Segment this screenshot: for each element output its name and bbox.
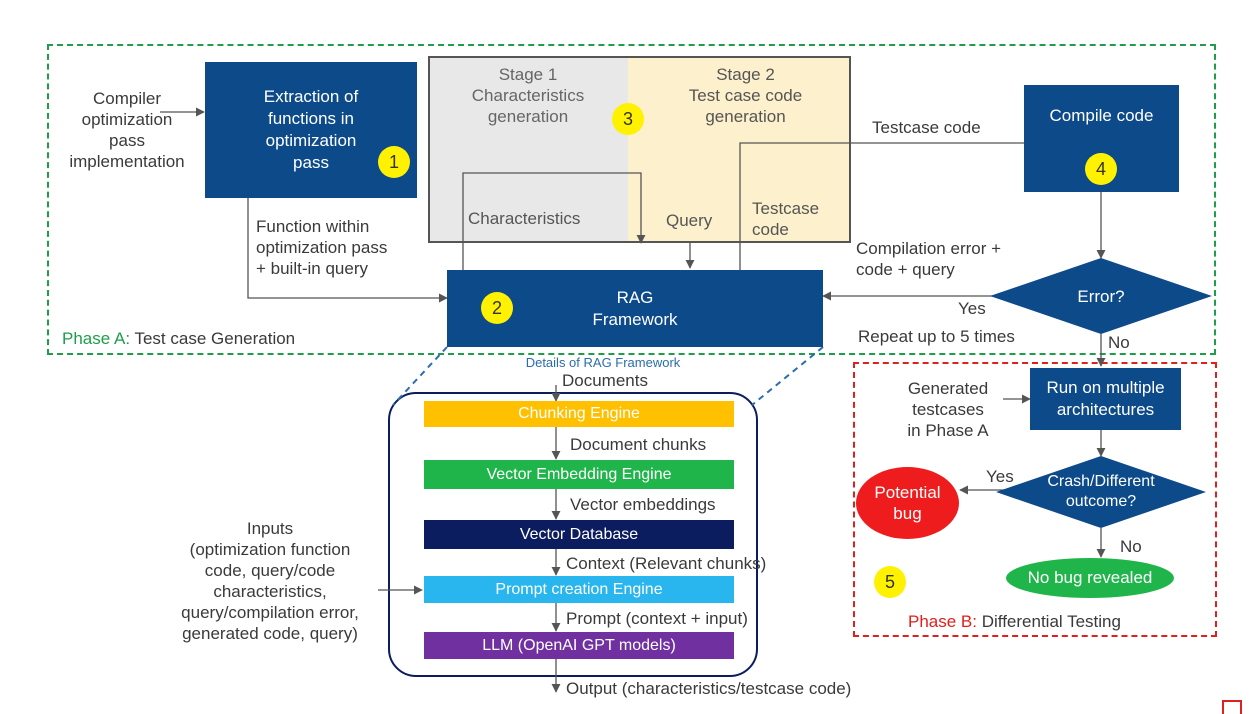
no-label-error: No <box>1108 333 1130 352</box>
context-label: Context (Relevant chunks) <box>566 554 767 573</box>
no-bug-label: No bug revealed <box>1027 568 1153 587</box>
vector-database-box: Vector Database <box>424 520 734 549</box>
badge-3: 3 <box>612 103 644 135</box>
generated-testcases-text: Generated testcases in Phase A <box>907 379 989 440</box>
badge-5: 5 <box>874 566 906 598</box>
llm-box: LLM (OpenAI GPT models) <box>424 632 734 659</box>
run-architectures-box: Run on multiple architectures <box>1030 368 1181 430</box>
corner-marker <box>1222 700 1242 714</box>
repeat-text: Repeat up to 5 times <box>858 327 1015 346</box>
badge-4: 4 <box>1085 153 1117 185</box>
potential-bug-ellipse: Potential bug <box>856 467 959 539</box>
prompt-label: Prompt (context + input) <box>566 609 748 628</box>
no-bug-ellipse: No bug revealed <box>1006 558 1174 598</box>
rag-details-title: Details of RAG Framework <box>525 355 681 370</box>
rag-details-container <box>388 392 758 677</box>
inputs-text: Inputs (optimization function code, quer… <box>181 519 359 643</box>
no-label-crash: No <box>1120 537 1142 556</box>
phase-b-prefix: Phase B: <box>908 612 977 631</box>
testcase-code-label: Testcase code <box>752 199 820 239</box>
characteristics-label: Characteristics <box>468 209 581 228</box>
prompt-engine-box: Prompt creation Engine <box>424 576 734 603</box>
potential-bug-label: Potential bug <box>874 483 941 523</box>
crash-diamond-label: Crash/Different outcome? <box>1047 473 1155 510</box>
phase-a-label: Phase A: Test case Generation <box>62 328 295 349</box>
stage2-title: Stage 2 Test case code generation <box>688 65 803 126</box>
stage1-title: Stage 1 Characteristics generation <box>471 65 585 126</box>
document-chunks-label: Document chunks <box>570 435 707 454</box>
compiler-input-text: Compiler optimization pass implementatio… <box>69 89 185 171</box>
yes-label-crash: Yes <box>986 467 1014 486</box>
phase-b-label: Phase B: Differential Testing <box>908 611 1121 632</box>
vector-embeddings-label: Vector embeddings <box>570 495 716 514</box>
phase-a-rest: Test case Generation <box>130 329 296 348</box>
phase-a-region <box>47 44 1216 355</box>
error-diamond-label: Error? <box>1077 287 1125 306</box>
function-text: Function within optimization pass + buil… <box>256 217 388 278</box>
testcase-code-top: Testcase code <box>872 118 981 137</box>
output-label: Output (characteristics/testcase code) <box>566 679 852 698</box>
yes-label-error: Yes <box>958 299 986 318</box>
chunking-engine-box: Chunking Engine <box>424 401 734 427</box>
extraction-box: Extraction of functions in optimization … <box>205 62 417 198</box>
documents-label: Documents <box>562 371 648 390</box>
phase-b-rest: Differential Testing <box>977 612 1121 631</box>
phase-a-prefix: Phase A: <box>62 329 131 348</box>
vector-embedding-engine-box: Vector Embedding Engine <box>424 460 734 489</box>
query-label: Query <box>666 211 713 230</box>
badge-1: 1 <box>378 146 410 178</box>
badge-2: 2 <box>481 292 513 324</box>
phase-b-region <box>853 362 1217 637</box>
compile-code-label: Compile code <box>1049 106 1154 125</box>
compilation-error-text: Compilation error + code + query <box>856 239 1002 279</box>
